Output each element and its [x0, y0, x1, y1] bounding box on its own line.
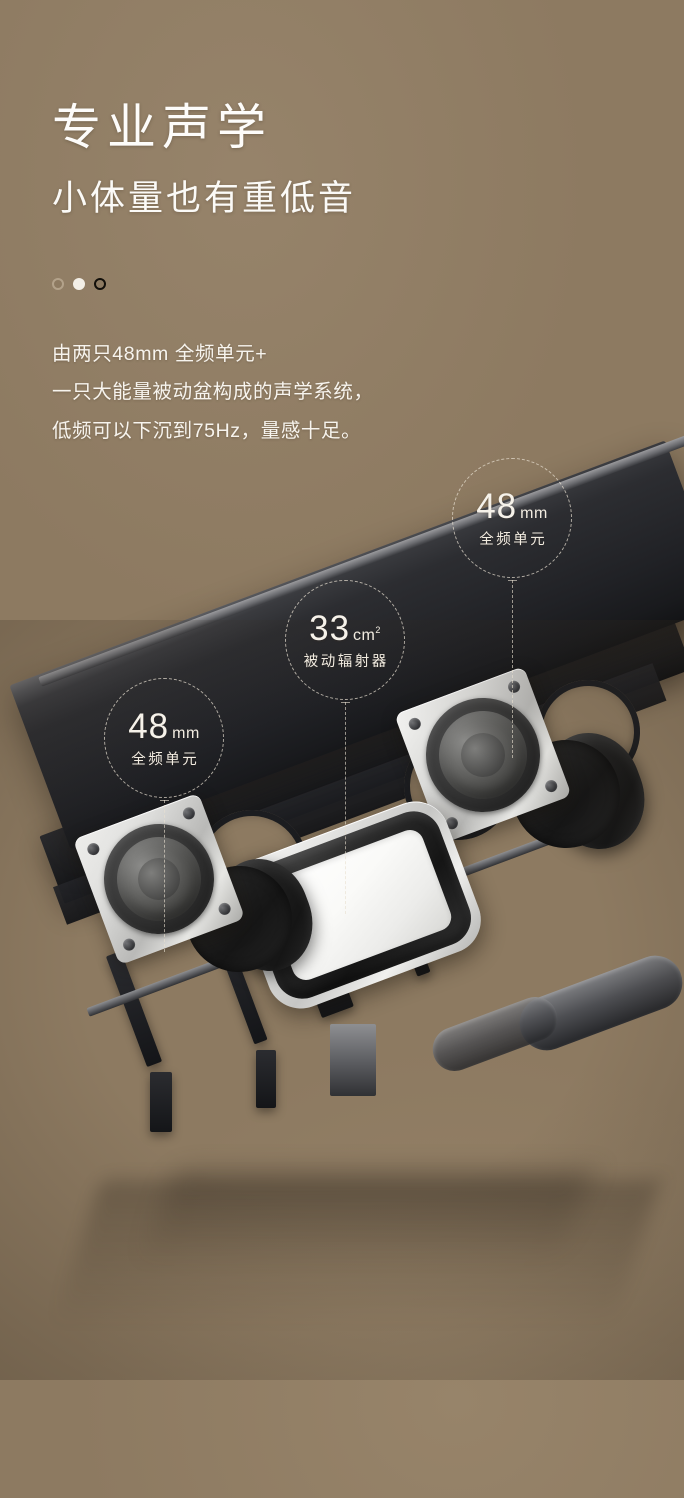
callout-dashed-circle	[104, 678, 224, 798]
leader-line-driver-left	[164, 800, 165, 952]
description-line-3: 低频可以下沉到75Hz，量感十足。	[52, 419, 362, 442]
carousel-dot-1[interactable]	[52, 278, 64, 290]
callout-driver-right[interactable]: 48 mm 全频单元	[452, 458, 572, 578]
leader-line-passive-radiator	[345, 702, 346, 914]
callout-label: 被动辐射器	[303, 653, 389, 670]
product-render	[0, 432, 684, 1380]
leader-cap-driver-right	[508, 580, 517, 581]
leader-cap-passive-radiator	[341, 702, 350, 703]
chassis-foot-mid	[256, 1050, 276, 1108]
page-title: 专业声学	[52, 101, 273, 155]
callout-unit-superscript: 2	[375, 624, 381, 635]
chassis-connector-plate	[330, 1024, 376, 1096]
carousel-dot-3[interactable]	[94, 278, 106, 290]
callout-label: 全频单元	[131, 751, 200, 768]
callout-unit: mm	[520, 504, 548, 522]
carousel-indicator[interactable]	[52, 278, 106, 290]
callout-passive-radiator[interactable]: 33 cm2 被动辐射器	[285, 580, 405, 700]
description-line-1: 由两只48mm 全频单元+	[52, 343, 268, 365]
leader-cap-driver-left	[160, 800, 169, 801]
carousel-dot-2[interactable]	[73, 278, 85, 290]
callout-driver-left[interactable]: 48 mm 全频单元	[104, 678, 224, 798]
callout-number: 48	[128, 706, 170, 746]
page-subtitle: 小体量也有重低音	[52, 179, 357, 218]
callout-unit: mm	[172, 724, 200, 742]
callout-number: 33	[309, 608, 351, 648]
callout-unit: cm2	[353, 624, 381, 644]
hero-text-block: 专业声学 小体量也有重低音	[52, 101, 612, 218]
leader-line-driver-right	[512, 580, 513, 758]
callout-dashed-circle	[285, 580, 405, 700]
render-vignette	[0, 620, 684, 1380]
description-line-2: 一只大能量被动盆构成的声学系统，	[52, 381, 374, 404]
callout-dashed-circle	[452, 458, 572, 578]
description-block: 由两只48mm 全频单元+ 一只大能量被动盆构成的声学系统， 低频可以下沉到75…	[52, 340, 572, 455]
callout-label: 全频单元	[479, 531, 548, 548]
chassis-foot-left	[150, 1072, 172, 1132]
callout-number: 48	[476, 486, 518, 526]
